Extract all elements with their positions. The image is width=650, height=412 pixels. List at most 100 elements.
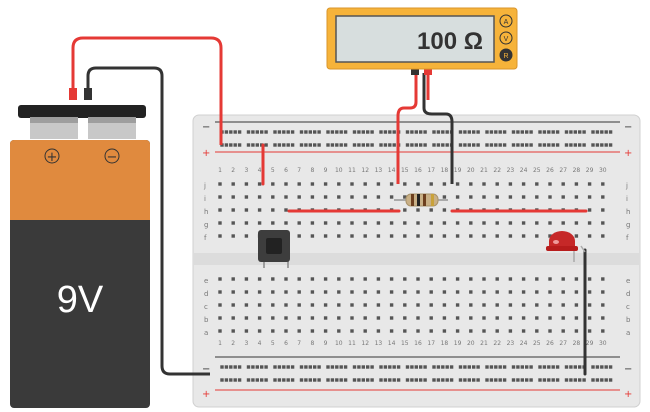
rail-hole[interactable] [441,143,445,147]
breadboard-hole[interactable] [403,303,407,307]
breadboard-hole[interactable] [350,316,354,320]
breadboard-hole[interactable] [535,303,539,307]
rail-hole[interactable] [233,130,237,134]
breadboard-hole[interactable] [231,329,235,333]
rail-hole[interactable] [343,365,348,369]
rail-hole[interactable] [467,365,471,369]
breadboard-hole[interactable] [350,290,354,294]
rail-hole[interactable] [516,143,520,147]
breadboard-hole[interactable] [323,277,328,281]
rail-hole[interactable] [251,143,255,147]
breadboard-hole[interactable] [363,303,367,307]
rail-hole[interactable] [547,365,551,369]
rail-hole[interactable] [282,378,286,382]
breadboard-hole[interactable] [337,290,341,294]
breadboard-hole[interactable] [376,234,381,238]
rail-hole[interactable] [582,130,586,134]
rail-hole[interactable] [414,378,418,382]
rail-hole[interactable] [502,365,507,369]
rail-hole[interactable] [388,130,392,134]
rail-hole[interactable] [436,143,441,147]
rail-hole[interactable] [564,143,569,147]
rail-hole[interactable] [330,378,335,382]
rail-hole[interactable] [564,378,569,382]
breadboard-hole[interactable] [561,277,565,281]
breadboard-hole[interactable] [601,303,605,307]
rail-hole[interactable] [458,130,463,134]
rail-hole[interactable] [392,365,396,369]
breadboard-hole[interactable] [482,290,486,294]
breadboard-hole[interactable] [601,208,605,212]
breadboard-hole[interactable] [244,221,249,225]
breadboard-hole[interactable] [271,208,275,212]
breadboard-hole[interactable] [574,195,579,199]
breadboard-hole[interactable] [508,329,513,333]
breadboard-hole[interactable] [469,277,473,281]
rail-hole[interactable] [520,143,524,147]
breadboard-hole[interactable] [495,182,499,186]
breadboard-hole[interactable] [323,221,328,225]
breadboard-hole[interactable] [403,182,407,186]
rail-hole[interactable] [432,143,436,147]
breadboard-hole[interactable] [548,221,552,225]
rail-hole[interactable] [555,365,560,369]
breadboard-hole[interactable] [389,277,394,281]
breadboard-hole[interactable] [469,303,473,307]
rail-hole[interactable] [432,365,436,369]
rail-hole[interactable] [578,143,582,147]
breadboard-hole[interactable] [469,221,473,225]
breadboard-hole[interactable] [495,195,499,199]
breadboard-hole[interactable] [535,316,539,320]
breadboard-hole[interactable] [469,290,473,294]
breadboard-hole[interactable] [389,234,394,238]
breadboard-hole[interactable] [284,221,288,225]
breadboard-hole[interactable] [323,195,328,199]
rail-hole[interactable] [511,143,516,147]
breadboard-hole[interactable] [271,277,275,281]
rail-hole[interactable] [467,378,471,382]
breadboard-hole[interactable] [601,221,605,225]
breadboard-hole[interactable] [310,290,315,294]
rail-hole[interactable] [246,143,251,147]
rail-hole[interactable] [476,365,480,369]
rail-hole[interactable] [569,130,573,134]
breadboard-hole[interactable] [429,290,433,294]
rail-hole[interactable] [529,130,533,134]
breadboard-hole[interactable] [587,290,592,294]
breadboard-hole[interactable] [548,303,552,307]
rail-hole[interactable] [410,378,414,382]
rail-hole[interactable] [604,143,608,147]
breadboard-hole[interactable] [482,329,486,333]
rail-hole[interactable] [352,378,357,382]
breadboard-hole[interactable] [257,277,262,281]
rail-hole[interactable] [600,365,604,369]
breadboard-hole[interactable] [521,329,526,333]
breadboard-hole[interactable] [363,316,367,320]
mode-button-r[interactable] [499,48,513,62]
rail-hole[interactable] [299,143,304,147]
breadboard-hole[interactable] [350,234,354,238]
rail-hole[interactable] [525,130,529,134]
rail-hole[interactable] [472,130,476,134]
rail-hole[interactable] [233,378,237,382]
rail-hole[interactable] [564,365,569,369]
breadboard-hole[interactable] [310,329,315,333]
rail-hole[interactable] [542,365,547,369]
rail-hole[interactable] [224,143,229,147]
breadboard-hole[interactable] [284,277,288,281]
rail-hole[interactable] [569,143,573,147]
rail-hole[interactable] [304,130,308,134]
breadboard-hole[interactable] [376,277,381,281]
breadboard-hole[interactable] [521,277,526,281]
breadboard-hole[interactable] [521,182,526,186]
rail-hole[interactable] [405,130,410,134]
rail-hole[interactable] [529,143,533,147]
breadboard-hole[interactable] [587,182,592,186]
rail-hole[interactable] [392,378,396,382]
rail-hole[interactable] [485,143,489,147]
breadboard-hole[interactable] [363,221,367,225]
breadboard-hole[interactable] [548,290,552,294]
rail-hole[interactable] [352,143,357,147]
breadboard-hole[interactable] [601,290,605,294]
